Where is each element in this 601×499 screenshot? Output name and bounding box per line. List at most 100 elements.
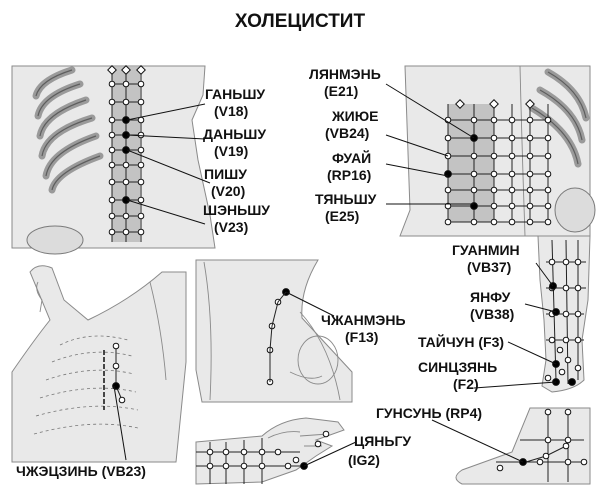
back-leaders	[126, 103, 211, 225]
label-pishu-code: (V20)	[211, 183, 245, 199]
label-ganshu: ГАНЬШУ	[205, 86, 265, 102]
acupoint	[470, 170, 478, 178]
label-fuai: ФУАЙ	[332, 149, 371, 166]
acupoint	[137, 161, 145, 169]
acupoint	[544, 202, 552, 210]
acupoint	[526, 170, 534, 178]
label-liangmen-code: (E21)	[324, 83, 358, 99]
acupoint	[490, 186, 498, 194]
acupoint	[562, 442, 570, 450]
acupoint	[490, 170, 498, 178]
acupoint-diamond	[107, 65, 117, 75]
abdomen-illustration	[399, 65, 596, 237]
acupoint	[137, 228, 145, 236]
acupoint	[470, 116, 478, 124]
side-torso-illustration	[195, 259, 353, 403]
acupoint	[137, 178, 145, 186]
acupoint	[564, 356, 572, 364]
acupoint	[556, 346, 564, 354]
side-meridian-line	[269, 291, 287, 382]
acupoint	[508, 218, 516, 226]
acupoint	[240, 462, 248, 470]
label-fuai-code: (RP16)	[327, 167, 371, 183]
acupoint	[258, 462, 266, 470]
acupoint	[508, 116, 516, 124]
acupoint-marked	[444, 170, 452, 178]
acupoint	[258, 448, 266, 456]
acupoint	[508, 202, 516, 210]
acupoint	[108, 131, 116, 139]
label-shenshu-code: (V23)	[214, 219, 248, 235]
acupoint	[470, 186, 478, 194]
hand-acupoints	[206, 430, 330, 470]
acupoint	[137, 98, 145, 106]
acupoint	[544, 134, 552, 142]
acupoint	[322, 430, 330, 438]
acupoint	[137, 80, 145, 88]
acupoint	[562, 284, 570, 292]
acupoint	[122, 228, 130, 236]
abdomen-labels: ЛЯНМЭНЬ (E21) ЖИЮЕ (VB24) ФУАЙ (RP16) ТЯ…	[309, 66, 381, 224]
acupoint	[544, 116, 552, 124]
acupoint	[490, 202, 498, 210]
acupoint	[508, 170, 516, 178]
acupoint	[548, 258, 556, 266]
chest-contours	[33, 335, 139, 435]
acupoint	[574, 336, 582, 344]
acupoint	[564, 408, 572, 416]
acupoint	[108, 80, 116, 88]
acupoint	[470, 152, 478, 160]
label-pishu: ПИШУ	[204, 166, 247, 182]
back-labels: ГАНЬШУ (V18) ДАНЬШУ (V19) ПИШУ (V20) ШЭН…	[203, 86, 270, 235]
acupoint	[444, 134, 452, 142]
acupoint	[544, 218, 552, 226]
label-danshu: ДАНЬШУ	[203, 126, 266, 142]
acupoint-marked	[568, 378, 576, 386]
acupoint	[508, 152, 516, 160]
leader-qiangu	[303, 441, 357, 467]
abdomen-leaders	[385, 83, 475, 205]
acupoint	[112, 342, 120, 350]
acupoint	[544, 186, 552, 194]
acupoint	[526, 186, 534, 194]
acupoint	[274, 448, 282, 456]
acupoint	[558, 368, 566, 376]
acupoint	[490, 152, 498, 160]
label-zhangmen: ЧЖАНМЭНЬ	[321, 312, 406, 328]
acupoint	[108, 196, 116, 204]
acupoint	[508, 186, 516, 194]
acupoint-diamond	[525, 99, 535, 109]
acupoint	[544, 170, 552, 178]
label-danshu-code: (V19)	[214, 143, 248, 159]
leg-acupoints	[544, 258, 582, 386]
acupoint	[108, 161, 116, 169]
acupoint	[508, 134, 516, 142]
acupoint	[562, 310, 570, 318]
label-guangming: ГУАНМИН	[452, 242, 520, 258]
acupoint	[526, 218, 534, 226]
acupoint	[562, 258, 570, 266]
acupoint	[574, 258, 582, 266]
acupoint	[137, 212, 145, 220]
page-title: ХОЛЕЦИСТИТ	[235, 11, 366, 32]
back-illustration	[11, 65, 216, 255]
acupoint	[490, 116, 498, 124]
abdomen-acupoints	[444, 99, 552, 226]
acupoint	[526, 202, 534, 210]
label-riyue-code: (VB24)	[325, 125, 369, 141]
acupoint	[118, 396, 126, 404]
acupoint-diamond	[136, 65, 146, 75]
label-zhejin: ЧЖЭЦЗИНЬ (VB23)	[16, 463, 146, 479]
acupoint	[222, 448, 230, 456]
acupoint	[562, 336, 570, 344]
acupoint	[544, 152, 552, 160]
label-yangfu: ЯНФУ	[470, 289, 511, 305]
back-acupoints	[107, 65, 146, 236]
acupoint	[580, 458, 588, 466]
label-taichong: ТАЙЧУН (F3)	[418, 333, 504, 350]
acupoint	[574, 310, 582, 318]
acupoint	[526, 116, 534, 124]
acupoint	[526, 134, 534, 142]
hand-illustration	[195, 417, 345, 485]
